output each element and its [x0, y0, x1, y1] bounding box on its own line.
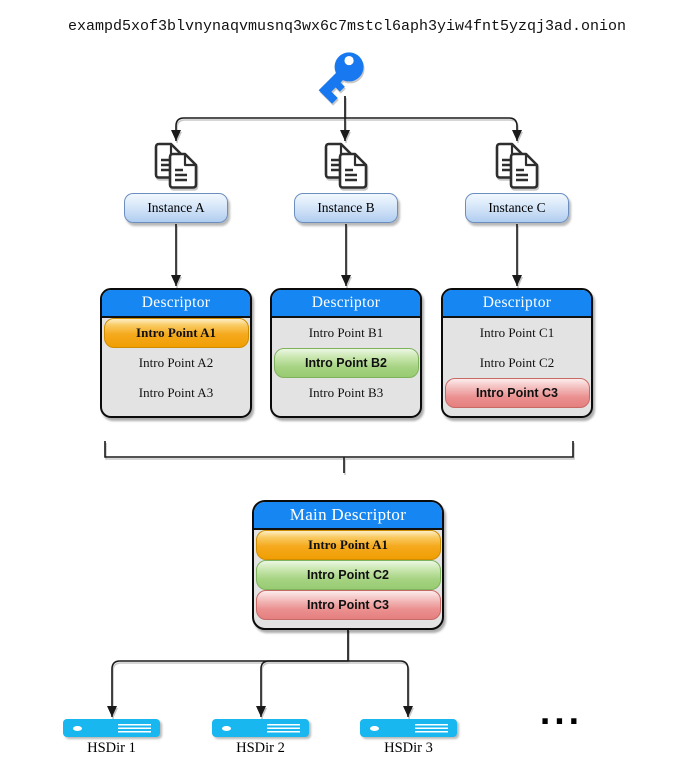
intro-point-c2-row: Intro Point C2 — [479, 355, 555, 370]
server-led — [222, 726, 231, 731]
intro-point-a3-row: Intro Point A3 — [138, 385, 214, 400]
instance-b-button: Instance B — [294, 193, 398, 223]
descriptor-b-box: Descriptor Intro Point B1 Intro Point B2… — [270, 288, 422, 418]
copy-documents-icon-a — [156, 144, 196, 188]
intro-point-b3-row: Intro Point B3 — [308, 385, 384, 400]
server-vents — [415, 724, 448, 733]
intro-point-a1-row: Intro Point A1 — [103, 318, 249, 348]
intro-point-c3-row: Intro Point C3 — [444, 378, 590, 408]
instance-c-button: Instance C — [465, 193, 569, 223]
server-icon-hsdir-1 — [63, 719, 160, 737]
main-descriptor-to-hsdir-connector — [107, 629, 413, 717]
descriptor-c-box: Descriptor Intro Point C1 Intro Point C2… — [441, 288, 593, 418]
instance-c-label: Instance C — [488, 200, 546, 215]
hsdir-3-label: HSDir 3 — [384, 740, 433, 756]
server-icon-hsdir-2 — [212, 719, 309, 737]
main-descriptor-box: Main Descriptor Intro Point A1 Intro Poi… — [252, 500, 444, 630]
descriptor-a-box: Descriptor Intro Point A1 Intro Point A2… — [100, 288, 252, 418]
onion-address: exampd5xof3blvnynaqvmusnq3wx6c7mstcl6aph… — [67, 18, 627, 35]
more-hsdirs-ellipsis: ... — [539, 697, 583, 732]
server-vents — [267, 724, 300, 733]
main-intro-point-a1-row: Intro Point A1 — [255, 530, 441, 560]
main-intro-point-c2-row: Intro Point C2 — [255, 560, 441, 590]
instance-a-label: Instance A — [147, 200, 205, 215]
intro-point-a2-row: Intro Point A2 — [138, 355, 214, 370]
descriptor-c-title: Descriptor — [443, 290, 591, 318]
main-descriptor-title: Main Descriptor — [254, 502, 442, 530]
main-intro-point-c3-row: Intro Point C3 — [255, 590, 441, 620]
descriptor-a-title: Descriptor — [102, 290, 250, 318]
server-led — [370, 726, 379, 731]
descriptor-b-title: Descriptor — [272, 290, 420, 318]
intro-point-c1-row: Intro Point C1 — [479, 325, 555, 340]
intro-point-b2-row: Intro Point B2 — [273, 348, 419, 378]
hsdir-2-label: HSDir 2 — [236, 740, 285, 756]
intro-point-b1-row: Intro Point B1 — [308, 325, 384, 340]
aggregation-bracket — [104, 441, 574, 473]
server-led — [73, 726, 82, 731]
instance-b-label: Instance B — [317, 200, 375, 215]
instance-a-button: Instance A — [124, 193, 228, 223]
hsdir-1-label: HSDir 1 — [87, 740, 136, 756]
server-icon-hsdir-3 — [360, 719, 457, 737]
copy-documents-icon-c — [497, 144, 537, 188]
key-icon — [318, 52, 364, 104]
copy-documents-icon-b — [326, 144, 366, 188]
server-vents — [118, 724, 151, 733]
key-to-instances-connector — [171, 96, 522, 141]
